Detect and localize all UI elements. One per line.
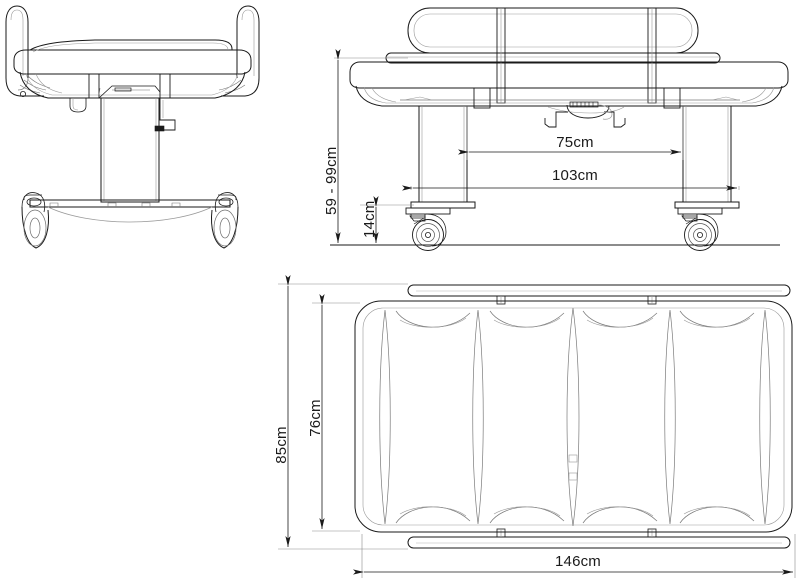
plan-view-tray-outline: [354, 300, 793, 533]
side-view-pump-pedal: [544, 101, 626, 128]
plan-view-bottom-scallops: [395, 506, 755, 524]
side-view-tray: [349, 61, 789, 109]
dimension-label-outer-wheelbase: 103cm: [552, 167, 598, 184]
plan-view-bottom-rail: [407, 528, 791, 549]
view-plan: [354, 284, 793, 549]
dimension-tray-width: 76cm: [307, 294, 360, 532]
end-view-tray: [13, 39, 252, 113]
dimension-label-caster-height: 14cm: [361, 201, 378, 238]
end-view-pedal-bracket: [154, 98, 176, 132]
dimension-caster-height: 14cm: [360, 196, 414, 243]
dimension-inner-wheelbase: 75cm: [458, 106, 684, 160]
plan-view-top-rail: [407, 284, 791, 305]
dimension-label-inner-wheelbase: 75cm: [556, 134, 593, 151]
dimension-outer-wheelbase: 103cm: [402, 167, 740, 191]
end-view-right-caster: [211, 192, 239, 249]
plan-view-top-scallops: [395, 310, 755, 328]
dimension-label-tray-width: 76cm: [307, 399, 324, 436]
dimension-label-overall-length: 146cm: [555, 553, 601, 570]
view-side-elevation: [330, 7, 789, 251]
dimension-label-height-range: 59 - 99cm: [323, 147, 340, 216]
end-view-left-side-rail: [5, 5, 51, 98]
dimension-label-overall-width: 85cm: [273, 426, 290, 463]
end-view-right-side-rail: [218, 5, 260, 97]
dimension-overall-width: 85cm: [273, 275, 408, 550]
end-view-base-frame: [29, 199, 231, 223]
dimension-overall-length: 146cm: [353, 534, 796, 578]
end-view-lift-column: [100, 97, 160, 203]
end-view-left-caster: [21, 192, 49, 249]
view-end-elevation: [5, 5, 260, 249]
side-view-safety-rail: [385, 7, 721, 104]
plan-view-ribs: [379, 307, 771, 527]
dimension-height-range: 59 - 99cm: [323, 49, 408, 243]
